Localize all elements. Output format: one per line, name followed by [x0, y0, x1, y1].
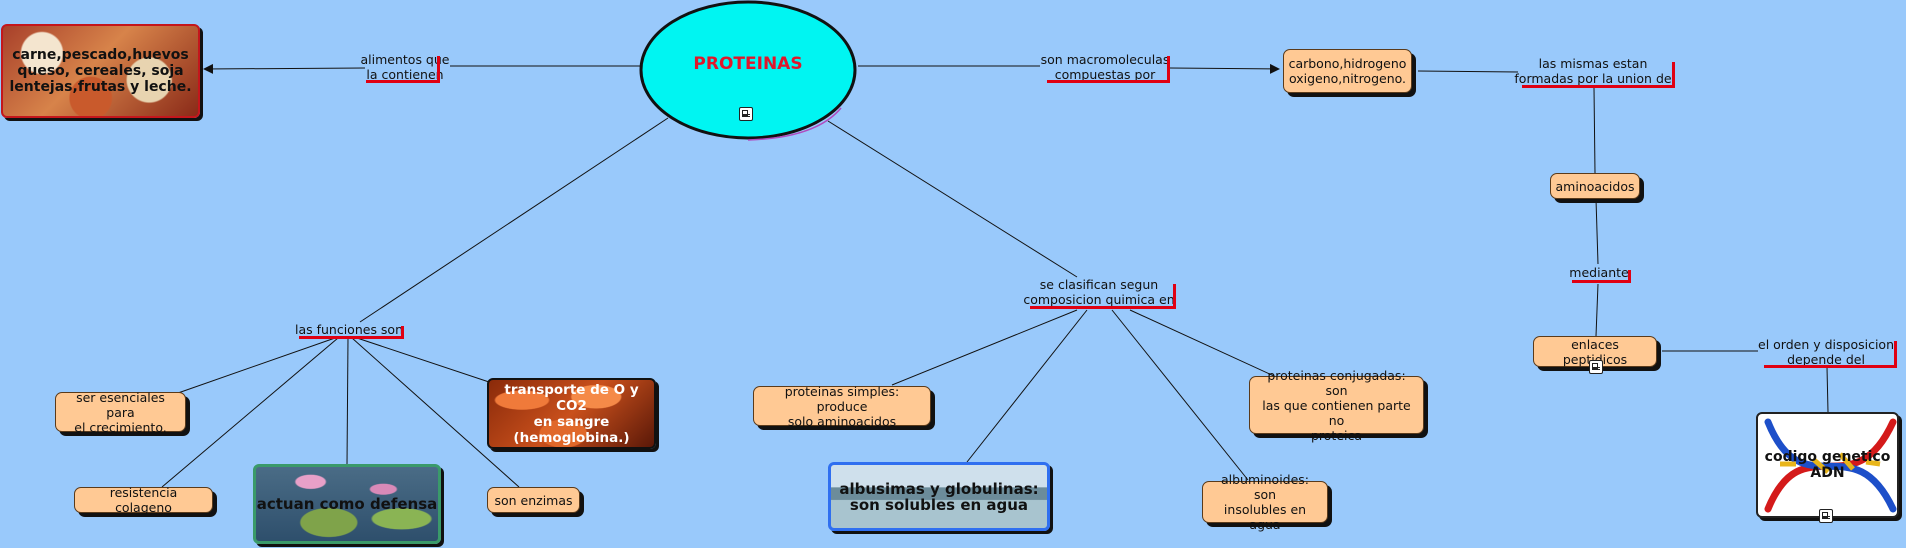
link-elements-formed	[1417, 70, 1519, 73]
document-icon[interactable]	[1589, 360, 1603, 374]
link-label-functions: las funciones son	[294, 322, 404, 339]
document-icon[interactable]	[739, 107, 753, 121]
link-functions-transport	[356, 337, 490, 383]
albumins-node[interactable]: albusimas y globulinas:son solubles en a…	[828, 462, 1050, 531]
link-functions-enzymes	[351, 337, 520, 488]
link-central-classified	[827, 120, 1078, 278]
link-functions-growth	[177, 337, 336, 394]
defense-node[interactable]: actuan como defensa	[253, 464, 441, 544]
link-central-functions	[359, 117, 669, 323]
central-title: PROTEINAS	[693, 54, 803, 74]
link-classified-albuminoids	[1111, 309, 1249, 481]
link-classified-albumins	[966, 309, 1088, 463]
link-mediante-peptide	[1595, 283, 1599, 337]
link-functions-defense	[346, 337, 349, 466]
central-node[interactable]	[636, 0, 860, 142]
link-formed-aminoacids	[1593, 87, 1596, 174]
link-functions-collagen	[161, 337, 339, 488]
link-classified-conjugated	[1129, 309, 1275, 377]
link-order-dna	[1826, 366, 1829, 413]
dna-helix-image	[1764, 418, 1897, 513]
link-foods-label-foods	[203, 63, 366, 74]
link-macro-label-elements	[1169, 63, 1280, 74]
collagen-node[interactable]: resistencia colageno	[74, 485, 213, 515]
document-icon[interactable]	[1819, 509, 1833, 523]
link-aminoacids-mediante	[1595, 198, 1599, 265]
enzymes-node[interactable]: son enzimas	[487, 487, 580, 513]
aminoacids-node[interactable]: aminoacidos	[1550, 173, 1640, 199]
link-classified-simple	[891, 309, 1078, 386]
link-label-mediante: mediante	[1566, 265, 1632, 283]
